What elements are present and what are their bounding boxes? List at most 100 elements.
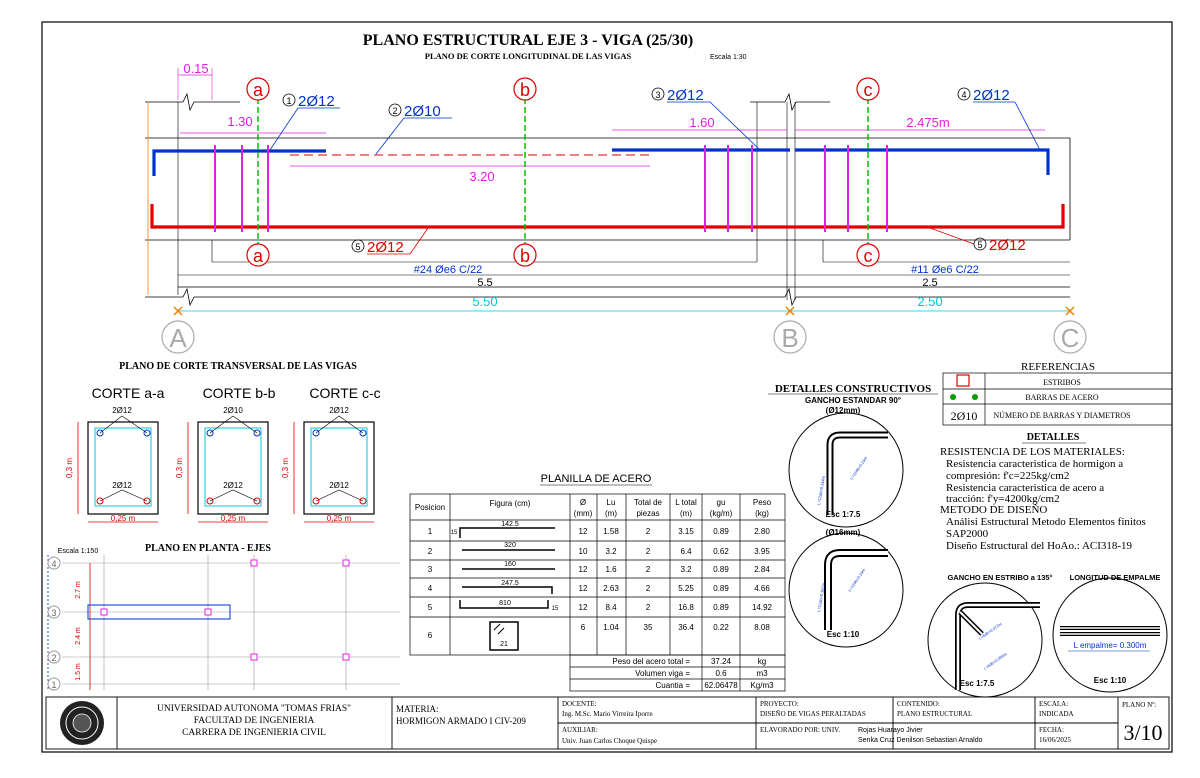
- svg-text:2Ø12: 2Ø12: [367, 239, 404, 256]
- cross-section-b: CORTE b-b 2Ø10 2Ø12 0,3 m 0,25 m: [175, 385, 276, 523]
- svg-text:2Ø12: 2Ø12: [223, 481, 243, 490]
- plan-view: PLANO EN PLANTA - EJES Escala 1:150 4 3 …: [47, 543, 400, 691]
- bar-label-5a: 5 2Ø12: [351, 227, 429, 256]
- svg-text:2: 2: [646, 565, 651, 574]
- svg-text:142.5: 142.5: [501, 521, 519, 528]
- planilla-table: Posicion Figura (cm) Ø Lu Total de L tot…: [409, 493, 786, 692]
- svg-text:1.58: 1.58: [603, 527, 619, 536]
- svg-text:2: 2: [646, 584, 651, 593]
- bar-5-line: [150, 204, 1065, 229]
- construction-details: DETALLES CONSTRUCTIVOS GANCHO ESTANDAR 9…: [768, 383, 1168, 698]
- svg-text:Diseño Estructural del HoAo.:: Diseño Estructural del HoAo.: ACI318-19: [946, 540, 1133, 552]
- svg-text:B: B: [781, 323, 798, 353]
- dim-160: 1.60: [689, 115, 714, 130]
- svg-text:12: 12: [579, 527, 588, 536]
- svg-text:0,3 m: 0,3 m: [175, 458, 184, 478]
- svg-text:2: 2: [646, 527, 651, 536]
- svg-text:16.8: 16.8: [678, 603, 694, 612]
- svg-text:FECHA:: FECHA:: [1039, 726, 1064, 734]
- svg-text:(kg/m): (kg/m): [710, 509, 733, 518]
- svg-text:12: 12: [579, 565, 588, 574]
- dim-130: 1.30: [227, 114, 252, 129]
- svg-text:Peso del acero total =: Peso del acero total =: [612, 657, 690, 666]
- span1-black: 5.5: [477, 277, 492, 289]
- svg-text:2.7 m: 2.7 m: [75, 581, 82, 599]
- section-mark-c-top: c: [856, 77, 880, 101]
- svg-text:0,25 m: 0,25 m: [327, 514, 352, 523]
- svg-text:2Ø12: 2Ø12: [973, 87, 1010, 104]
- svg-text:3.15: 3.15: [678, 527, 694, 536]
- svg-text:ELAVORADO POR: UNIV.: ELAVORADO POR: UNIV.: [760, 726, 840, 734]
- svg-text:A: A: [169, 323, 187, 353]
- svg-text:compresión: f'c=225kg/cm2: compresión: f'c=225kg/cm2: [946, 470, 1069, 482]
- bar-label-5b: 5 2Ø12: [929, 227, 1026, 254]
- svg-text:2Ø12: 2Ø12: [112, 406, 132, 415]
- svg-text:1.6: 1.6: [605, 565, 617, 574]
- bar-4-line: [795, 148, 1050, 175]
- svg-text:247.5: 247.5: [501, 580, 519, 587]
- svg-text:0.22: 0.22: [713, 623, 729, 632]
- bar-label-2: 2 2Ø10: [375, 103, 452, 155]
- axis-bubble-a: A: [161, 320, 195, 354]
- svg-text:PROYECTO:: PROYECTO:: [760, 700, 799, 708]
- svg-text:PLANO Nº:: PLANO Nº:: [1122, 701, 1156, 709]
- svg-text:Esc 1:7.5: Esc 1:7.5: [826, 510, 861, 519]
- svg-text:Posicion: Posicion: [415, 503, 445, 512]
- svg-text:0.89: 0.89: [713, 527, 729, 536]
- svg-text:2.80: 2.80: [754, 527, 770, 536]
- svg-text:INDICADA: INDICADA: [1039, 710, 1074, 718]
- svg-text:2Ø10: 2Ø10: [951, 409, 978, 423]
- dim-320: 3.20: [469, 169, 494, 184]
- svg-text:CORTE c-c: CORTE c-c: [309, 385, 380, 401]
- table-row: 5 810 15 12 8.4 2 16.8 0.89 14.92: [428, 600, 773, 612]
- svg-text:kg: kg: [758, 657, 766, 666]
- svg-text:3: 3: [51, 608, 56, 618]
- svg-text:2.63: 2.63: [603, 584, 619, 593]
- svg-text:320: 320: [504, 542, 516, 549]
- svg-text:METODO DE DISEÑO: METODO DE DISEÑO: [940, 504, 1047, 516]
- span2-cyan: 2.50: [917, 294, 942, 309]
- svg-text:(m): (m): [680, 509, 692, 518]
- svg-text:Lu: Lu: [607, 498, 616, 507]
- svg-text:3: 3: [655, 90, 660, 100]
- svg-text:DOCENTE:: DOCENTE:: [562, 700, 597, 708]
- bar-1-line: [152, 149, 326, 176]
- svg-text:2: 2: [646, 547, 651, 556]
- dim-015: 0.15: [183, 61, 208, 76]
- svg-text:(Ø16mm): (Ø16mm): [826, 528, 861, 537]
- svg-text:DETALLES CONSTRUCTIVOS: DETALLES CONSTRUCTIVOS: [775, 383, 931, 395]
- svg-text:DISEÑO DE VIGAS PERALTADAS: DISEÑO DE VIGAS PERALTADAS: [760, 710, 866, 718]
- svg-text:ESTRIBOS: ESTRIBOS: [1043, 378, 1081, 387]
- svg-text:SAP2000: SAP2000: [946, 528, 989, 540]
- svg-text:NÚMERO DE BARRAS Y DIAMETROS: NÚMERO DE BARRAS Y DIAMETROS: [993, 410, 1130, 420]
- svg-text:0,25 m: 0,25 m: [111, 514, 136, 523]
- svg-text:Total de: Total de: [634, 498, 663, 507]
- stirrups: [214, 145, 888, 232]
- svg-text:3.2: 3.2: [605, 547, 617, 556]
- svg-text:0,25 m: 0,25 m: [221, 514, 246, 523]
- table-row: 4 247.5 12 2.63 2 5.25 0.89 4.66: [428, 580, 770, 594]
- svg-text:4: 4: [51, 559, 56, 569]
- svg-text:(kg): (kg): [755, 509, 769, 518]
- svg-text:37.24: 37.24: [711, 657, 732, 666]
- svg-text:Cuantia =: Cuantia =: [656, 681, 691, 690]
- svg-text:b: b: [520, 246, 530, 266]
- svg-text:0.89: 0.89: [713, 603, 729, 612]
- svg-text:ESCALA:: ESCALA:: [1039, 700, 1068, 708]
- svg-text:L empalme= 0.300m: L empalme= 0.300m: [1074, 641, 1147, 650]
- svg-text:Escala 1:150: Escala 1:150: [58, 548, 99, 555]
- references-legend: REFERENCIAS 2Ø10 ESTRIBOS BARRAS DE ACER…: [942, 361, 1173, 426]
- svg-text:14.92: 14.92: [752, 603, 773, 612]
- svg-text:Figura (cm): Figura (cm): [490, 499, 531, 508]
- svg-text:2Ø12: 2Ø12: [667, 87, 704, 104]
- svg-text:62.06478: 62.06478: [704, 681, 738, 690]
- svg-text:L=6db=0.036m: L=6db=0.036m: [983, 651, 1008, 671]
- svg-text:Rojas Huarayo Jivier: Rojas Huarayo Jivier: [858, 727, 923, 734]
- bar-label-1: 1 2Ø12: [269, 93, 340, 151]
- svg-text:BARRAS DE ACERO: BARRAS DE ACERO: [1025, 393, 1099, 402]
- svg-text:8.4: 8.4: [605, 603, 617, 612]
- svg-text:AUXILIAR:: AUXILIAR:: [562, 726, 598, 734]
- svg-text:4: 4: [428, 584, 433, 593]
- svg-text:0.89: 0.89: [713, 584, 729, 593]
- section-mark-c-bottom: c: [856, 243, 880, 267]
